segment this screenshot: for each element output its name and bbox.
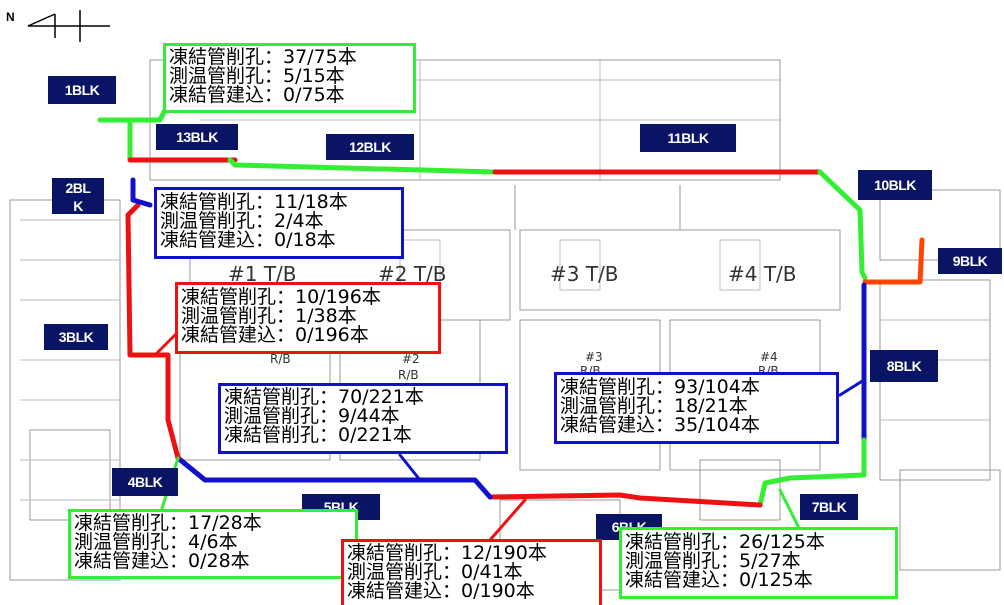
pipe-installation-count: 凍結管建込：0/28本 [74,550,250,572]
thermometer-drilling-count: 測温管削孔：5/27本 [625,550,801,572]
pipe-drilling-count: 凍結管削孔：26/125本 [625,531,825,553]
progress-box-block-1: 凍結管削孔：37/75本 測温管削孔：5/15本 凍結管建込：0/75本 [163,43,416,113]
pipe-installation-count: 凍結管建込：0/75本 [169,84,345,106]
turbine-building-4-label: #4 T/B [728,262,797,286]
block-12-label: 12BLK [326,134,414,160]
pipe-drilling-count-secondary: 凍結管削孔：0/221本 [224,424,412,446]
pipe-installation-count: 凍結管建込：0/190本 [347,580,535,602]
thermometer-drilling-count: 測温管削孔：18/21本 [560,395,748,417]
pipe-installation-count: 凍結管建込：35/104本 [560,414,760,436]
pipe-installation-count: 凍結管建込：0/125本 [625,569,813,591]
progress-box-block-3: 凍結管削孔：10/196本 測温管削孔：1/38本 凍結管建込：0/196本 [175,282,441,354]
block-1-label: 1BLK [48,76,116,104]
block-11-label: 11BLK [640,124,736,152]
pipe-drilling-count: 凍結管削孔：37/75本 [169,46,357,68]
thermometer-drilling-count: 測温管削孔：0/41本 [347,561,523,583]
turbine-building-3-label: #3 T/B [550,262,619,286]
block-2-label-suffix: K [52,198,104,214]
thermometer-drilling-count: 測温管削孔：5/15本 [169,65,345,87]
north-arrow-icon [27,10,110,42]
pipe-drilling-count: 凍結管削孔：12/190本 [347,542,547,564]
reactor-building-4-number: #4 [760,350,778,364]
pipe-drilling-count: 凍結管削孔：93/104本 [560,376,760,398]
block-10-label: 10BLK [858,170,932,200]
progress-box-block-2: 凍結管削孔：11/18本 測温管削孔：2/4本 凍結管建込：0/18本 [154,187,404,259]
pipe-drilling-count: 凍結管削孔：70/221本 [224,386,424,408]
block-9-label: 9BLK [938,248,1002,274]
reactor-building-2-label: R/B [398,368,419,382]
progress-box-block-5: 凍結管削孔：70/221本 測温管削孔：9/44本 凍結管削孔：0/221本 [218,383,508,454]
block-4-label: 4BLK [112,468,178,496]
pipe-installation-count: 凍結管建込：0/196本 [181,324,369,346]
pipe-drilling-count: 凍結管削孔：17/28本 [74,512,262,534]
reactor-building-3-number: #3 [585,350,603,364]
block-13-label: 13BLK [156,124,238,150]
thermometer-drilling-count: 測温管削孔：1/38本 [181,305,357,327]
progress-box-block-7: 凍結管削孔：26/125本 測温管削孔：5/27本 凍結管建込：0/125本 [619,527,898,599]
progress-box-block-6: 凍結管削孔：12/190本 測温管削孔：0/41本 凍結管建込：0/190本 [341,539,602,605]
block-7-label: 7BLK [800,494,858,520]
pipe-installation-count: 凍結管建込：0/18本 [160,229,336,251]
reactor-building-2-number: #2 [402,352,420,366]
thermometer-drilling-count: 測温管削孔：2/4本 [160,210,324,232]
thermometer-drilling-count: 測温管削孔：9/44本 [224,405,400,427]
block-3-label: 3BLK [44,324,108,350]
thermometer-drilling-count: 測温管削孔：4/6本 [74,531,238,553]
north-label: N [6,10,15,24]
pipe-drilling-count: 凍結管削孔：10/196本 [181,286,381,308]
reactor-building-1-label: R/B [270,352,291,366]
progress-box-block-4: 凍結管削孔：17/28本 測温管削孔：4/6本 凍結管建込：0/28本 [68,509,358,579]
block-2-label: 2BL [52,178,104,198]
progress-box-block-8: 凍結管削孔：93/104本 測温管削孔：18/21本 凍結管建込：35/104本 [554,372,839,444]
block-8-label: 8BLK [870,350,938,382]
pipe-drilling-count: 凍結管削孔：11/18本 [160,191,348,213]
